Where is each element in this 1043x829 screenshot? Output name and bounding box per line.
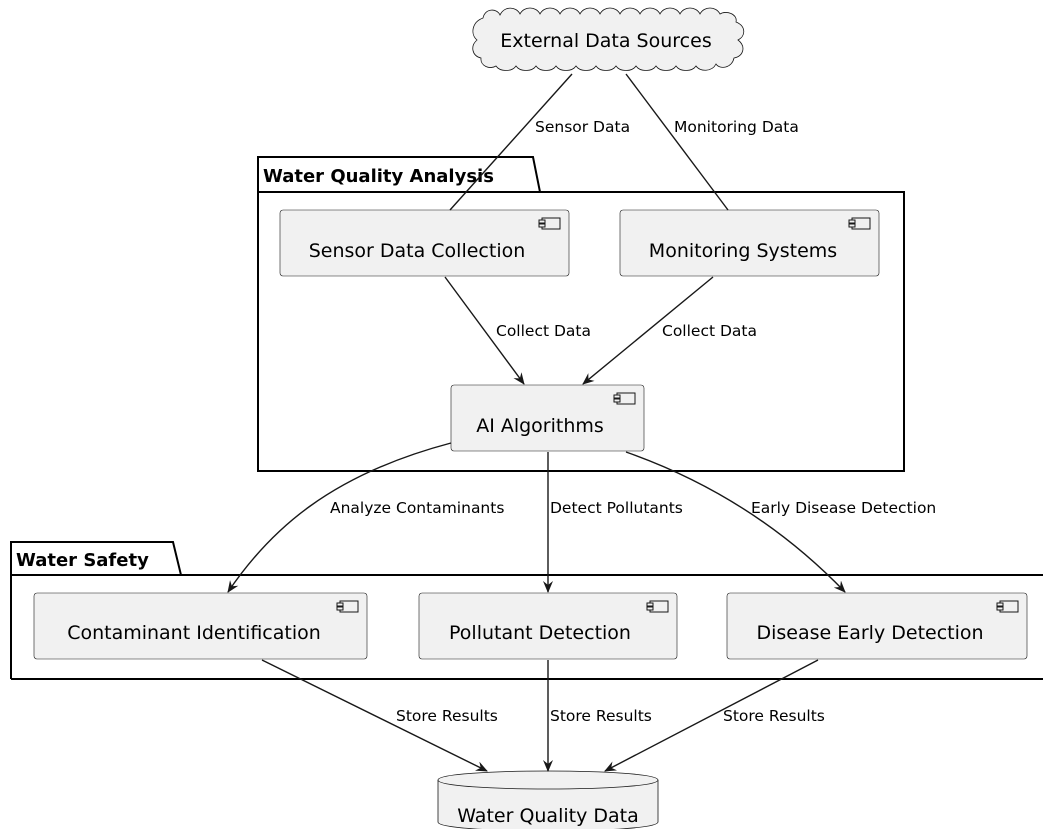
database-label: Water Quality Data bbox=[457, 805, 639, 827]
component-icon bbox=[646, 600, 669, 613]
package-water-quality-analysis: Water Quality Analysis bbox=[257, 156, 905, 472]
edge-label: Early Disease Detection bbox=[751, 499, 936, 517]
component-pollutant-detection: Pollutant Detection bbox=[418, 592, 678, 660]
component-label: Monitoring Systems bbox=[649, 240, 837, 262]
component-label: AI Algorithms bbox=[476, 415, 604, 437]
edge-detect-pollutants: Detect Pollutants bbox=[543, 452, 683, 593]
edge-label: Collect Data bbox=[496, 322, 591, 340]
edge-store-disease: Store Results bbox=[604, 659, 825, 772]
edge-label: Store Results bbox=[550, 707, 652, 725]
component-icon bbox=[336, 600, 359, 613]
external-data-sources-cloud: External Data Sources bbox=[472, 7, 745, 71]
component-icon bbox=[996, 600, 1019, 613]
edge-label: Detect Pollutants bbox=[550, 499, 683, 517]
edge-label: Store Results bbox=[396, 707, 498, 725]
edge-label: Store Results bbox=[723, 707, 825, 725]
edge-early-disease-detection: Early Disease Detection bbox=[625, 451, 936, 593]
component-label: Contaminant Identification bbox=[67, 622, 321, 644]
component-icon bbox=[538, 217, 561, 230]
edge-analyze-contaminants: Analyze Contaminants bbox=[227, 442, 504, 593]
edge-store-contaminant: Store Results bbox=[261, 659, 498, 772]
component-icon bbox=[613, 392, 636, 405]
cloud-label: External Data Sources bbox=[500, 30, 711, 52]
database-water-quality-data: Water Quality Data bbox=[437, 770, 659, 829]
component-monitoring-systems: Monitoring Systems bbox=[619, 209, 880, 277]
component-ai-algorithms: AI Algorithms bbox=[450, 384, 645, 452]
package-title: Water Quality Analysis bbox=[263, 166, 494, 187]
component-label: Disease Early Detection bbox=[756, 622, 983, 644]
component-contaminant-identification: Contaminant Identification bbox=[33, 592, 368, 660]
component-sensor-data-collection: Sensor Data Collection bbox=[279, 209, 570, 277]
component-label: Sensor Data Collection bbox=[309, 240, 526, 262]
edge-store-pollutant: Store Results bbox=[543, 660, 652, 772]
edge-label: Analyze Contaminants bbox=[330, 499, 504, 517]
edge-monitoring-data: Monitoring Data bbox=[625, 73, 799, 211]
package-title: Water Safety bbox=[16, 550, 149, 571]
component-icon bbox=[848, 217, 871, 230]
edge-collect-sensor: Collect Data bbox=[444, 276, 591, 385]
edge-label: Collect Data bbox=[662, 322, 757, 340]
edge-label: Monitoring Data bbox=[674, 118, 799, 136]
edge-collect-monitoring: Collect Data bbox=[582, 276, 757, 385]
package-water-safety: Water Safety bbox=[10, 541, 1043, 680]
component-disease-early-detection: Disease Early Detection bbox=[726, 592, 1028, 660]
edge-sensor-data: Sensor Data bbox=[449, 73, 630, 211]
component-label: Pollutant Detection bbox=[449, 622, 631, 644]
edge-label: Sensor Data bbox=[535, 118, 630, 136]
